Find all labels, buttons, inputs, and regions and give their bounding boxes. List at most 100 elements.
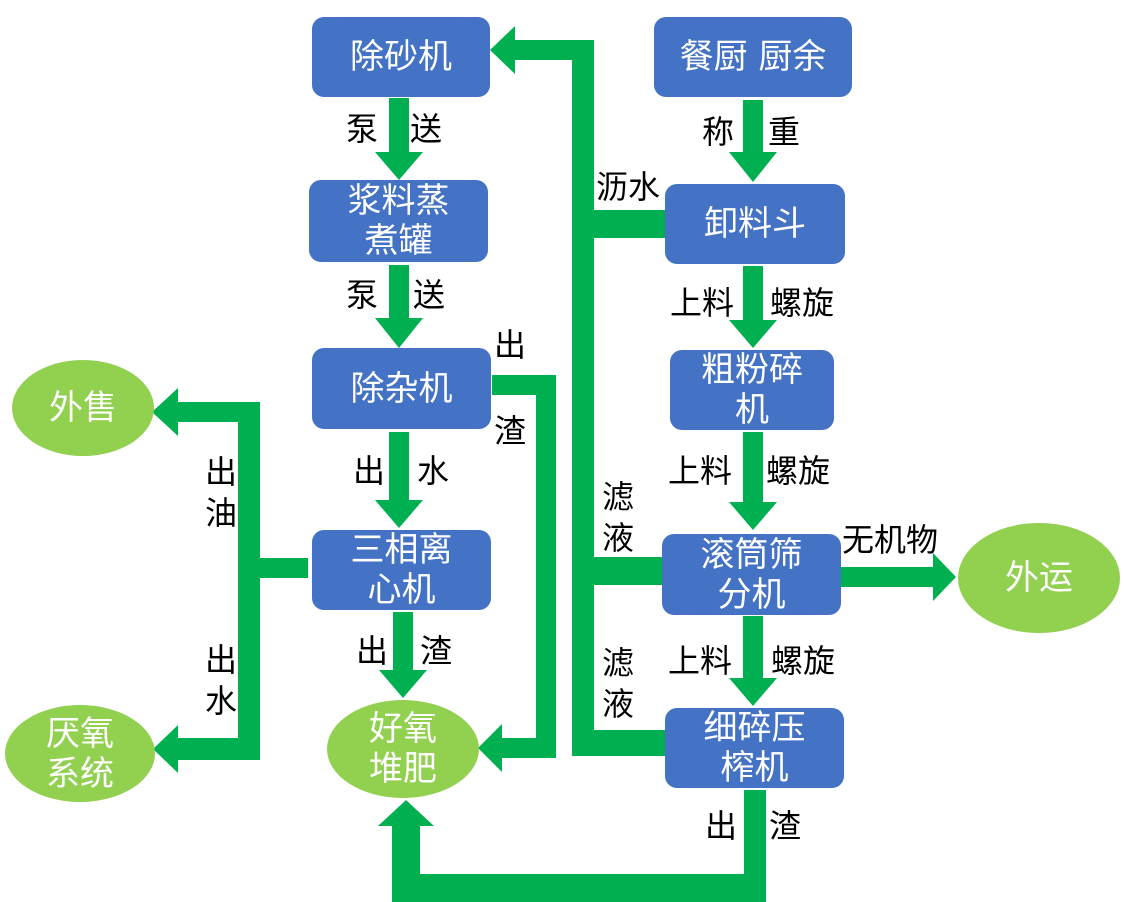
label-inorganic: 无机物 — [842, 521, 939, 559]
label-filtrate1-top: 滤 — [602, 478, 635, 516]
slag-line-bottom — [502, 738, 556, 758]
arrow-foodwaste-to-hopper-head — [729, 152, 777, 182]
arrow-desander-to-tank — [389, 98, 409, 152]
node-transport-label: 外运 — [1005, 558, 1073, 598]
label-slag-out2-a: 出 — [356, 632, 389, 670]
node-food-waste-label: 餐厨 厨余 — [679, 37, 827, 77]
oil-line-head — [152, 388, 178, 436]
node-centrifuge: 三相离 心机 — [312, 530, 491, 610]
label-slag-out-bottom: 渣 — [494, 412, 527, 450]
node-drum-screen-line2: 分机 — [717, 574, 786, 615]
label-filtrate2-top: 滤 — [602, 644, 635, 682]
label-spiral2-b: 螺旋 — [766, 452, 831, 490]
node-press-line2: 榨机 — [720, 748, 789, 788]
node-slurry-tank: 浆料蒸 煮罐 — [309, 180, 488, 262]
node-centrifuge-line1: 三相离 — [350, 530, 453, 570]
label-water-out-b: 水 — [417, 452, 450, 490]
arrow-foodwaste-to-hopper — [743, 100, 763, 152]
node-compost-line1: 好氧 — [369, 709, 437, 749]
arrow-tank-to-remover — [389, 265, 409, 318]
label-spiral1-a: 上料 — [670, 284, 735, 322]
press-slag-head — [378, 800, 434, 826]
node-centrifuge-line2: 心机 — [367, 570, 436, 610]
arrow-screen-to-press-head — [729, 678, 777, 706]
label-pump2-b: 送 — [413, 276, 446, 314]
arrow-centrifuge-to-compost-head — [379, 670, 427, 698]
water-line-head — [153, 725, 178, 773]
node-drum-screen-line1: 滚筒筛 — [700, 534, 803, 575]
oil-water-vertical — [238, 402, 260, 748]
arrow-screen-to-press — [743, 616, 763, 678]
node-anaerobic-line2: 系统 — [46, 753, 114, 794]
node-sale: 外售 — [12, 360, 154, 456]
arrow-hopper-to-crusher — [743, 266, 763, 320]
node-coarse-crusher: 粗粉碎 机 — [670, 350, 834, 430]
node-drum-screen: 滚筒筛 分机 — [662, 534, 841, 615]
node-impurity-remover-label: 除杂机 — [350, 368, 453, 409]
node-sale-label: 外售 — [49, 388, 117, 428]
return-line-top — [515, 40, 594, 60]
label-filtrate1-bottom: 液 — [602, 519, 635, 557]
label-spiral2-a: 上料 — [668, 452, 733, 490]
label-slag-out3-a: 出 — [705, 807, 738, 845]
press-slag-bottom — [392, 874, 766, 902]
node-unloading-hopper: 卸料斗 — [665, 184, 845, 264]
node-compost: 好氧 堆肥 — [327, 700, 479, 798]
arrow-centrifuge-to-compost — [393, 612, 413, 670]
label-pump1-a: 泵 — [346, 110, 379, 148]
arrow-screen-to-transport-head — [933, 553, 956, 601]
arrow-hopper-to-crusher-head — [729, 320, 777, 348]
node-food-waste: 餐厨 厨余 — [654, 17, 852, 97]
return-line-head — [490, 26, 515, 74]
node-transport: 外运 — [958, 523, 1120, 633]
water-line-bottom — [178, 738, 260, 760]
label-spiral1-b: 螺旋 — [770, 284, 835, 322]
node-slurry-tank-line1: 浆料蒸 — [347, 181, 450, 221]
oil-line-top — [178, 402, 260, 422]
node-coarse-crusher-line1: 粗粉碎 — [701, 350, 803, 390]
return-branch-screen — [594, 557, 662, 585]
node-slurry-tank-line2: 煮罐 — [364, 221, 433, 261]
arrow-crusher-to-screen — [743, 432, 763, 502]
arrow-remover-to-centrifuge — [389, 432, 409, 500]
arrow-desander-to-tank-head — [375, 152, 423, 180]
label-drain-water: 沥水 — [596, 168, 661, 206]
slag-line-vertical — [536, 375, 556, 758]
arrow-remover-to-centrifuge-head — [375, 500, 423, 528]
node-coarse-crusher-line2: 机 — [735, 390, 769, 430]
label-spiral3-a: 上料 — [668, 642, 733, 680]
label-oil-out-bottom: 油 — [205, 494, 238, 532]
arrow-screen-to-transport — [841, 567, 933, 587]
node-press-line1: 细碎压 — [703, 708, 806, 748]
slag-line-head — [478, 724, 502, 772]
node-impurity-remover: 除杂机 — [312, 348, 491, 429]
return-line-vertical — [572, 40, 594, 756]
return-branch-hopper — [594, 210, 666, 238]
label-pump2-a: 泵 — [346, 276, 379, 314]
label-slag-out-top: 出 — [494, 326, 527, 364]
label-slag-out2-b: 渣 — [420, 632, 453, 670]
node-unloading-hopper-label: 卸料斗 — [704, 204, 806, 244]
label-slag-out3-b: 渣 — [769, 807, 802, 845]
label-water-out2-top: 出 — [205, 641, 238, 679]
label-filtrate2-bottom: 液 — [602, 685, 635, 723]
arrow-tank-to-remover-head — [375, 318, 423, 348]
node-compost-line2: 堆肥 — [369, 749, 437, 789]
node-desander: 除砂机 — [312, 17, 490, 97]
node-press: 细碎压 榨机 — [665, 708, 844, 788]
label-water-out2-bottom: 水 — [205, 682, 238, 720]
label-weigh-a: 称 — [702, 113, 735, 151]
return-branch-press — [594, 730, 666, 756]
press-slag-up — [392, 826, 420, 902]
label-pump1-b: 送 — [410, 110, 443, 148]
label-spiral3-b: 螺旋 — [771, 642, 836, 680]
label-oil-out-top: 出 — [205, 453, 238, 491]
arrow-crusher-to-screen-head — [729, 502, 777, 530]
node-anaerobic: 厌氧 系统 — [5, 705, 155, 802]
node-anaerobic-line1: 厌氧 — [46, 713, 114, 754]
node-desander-label: 除砂机 — [350, 37, 452, 77]
label-weigh-b: 重 — [768, 113, 801, 151]
label-water-out-a: 出 — [353, 452, 386, 490]
